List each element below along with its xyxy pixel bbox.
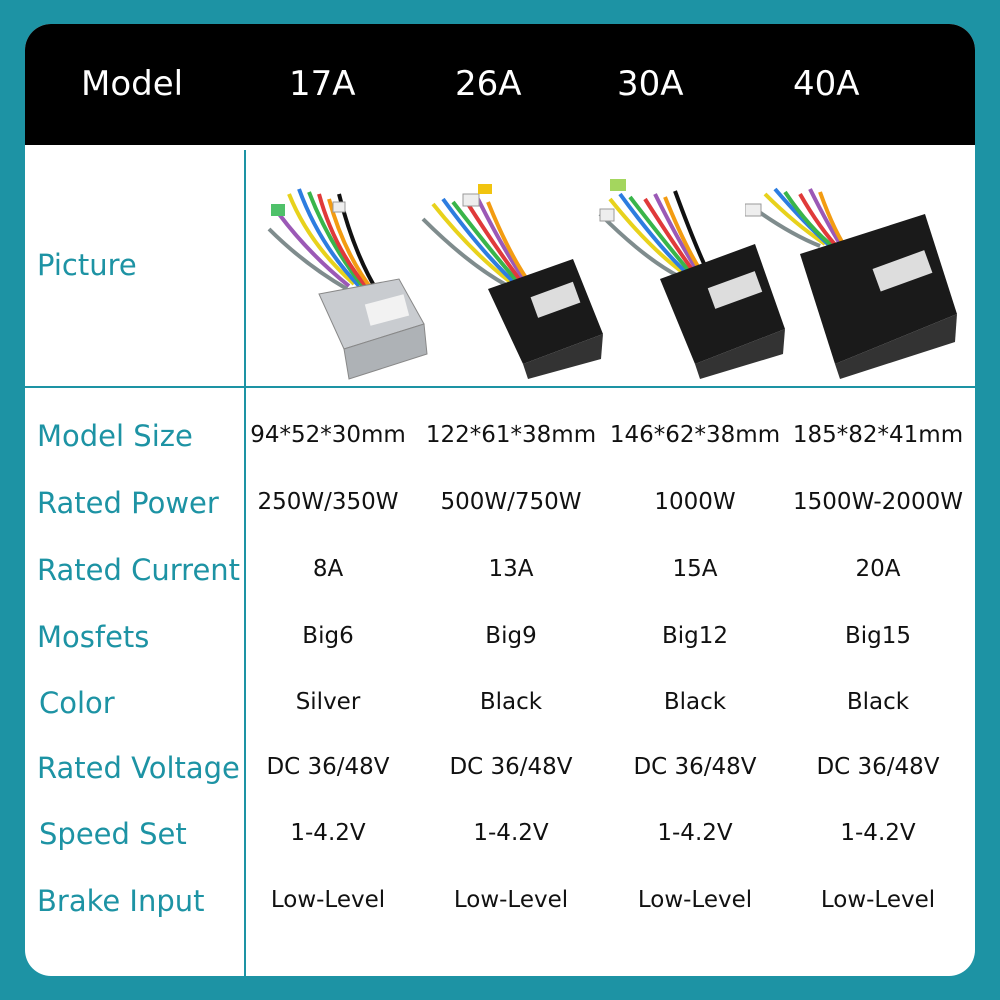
cell-model-size-40a: 185*82*41mm [792, 422, 964, 448]
cell-color-17a: Silver [295, 689, 361, 715]
cell-mosfets-26a: Big9 [485, 623, 537, 649]
cell-rated-current-26a: 13A [488, 556, 534, 582]
cell-rated-voltage-30a: DC 36/48V [633, 754, 757, 780]
row-label-speed-set: Speed Set [39, 817, 187, 851]
header-model-17a: 17A [289, 64, 356, 104]
cell-speed-set-30a: 1-4.2V [657, 820, 733, 846]
cell-mosfets-17a: Big6 [302, 623, 354, 649]
cell-model-size-26a: 122*61*38mm [425, 422, 597, 448]
cell-color-26a: Black [479, 689, 543, 715]
row-label-rated-power: Rated Power [37, 486, 219, 520]
row-label-model-size: Model Size [37, 419, 193, 453]
cell-model-size-30a: 146*62*38mm [609, 422, 781, 448]
cell-brake-input-26a: Low-Level [453, 887, 569, 913]
row-label-color: Color [39, 686, 115, 720]
row-label-rated-voltage: Rated Voltage [37, 751, 240, 785]
cell-brake-input-30a: Low-Level [637, 887, 753, 913]
cell-rated-voltage-17a: DC 36/48V [266, 754, 390, 780]
cell-rated-power-26a: 500W/750W [440, 489, 582, 515]
black-controller-image [598, 179, 785, 379]
black-controller-image [421, 184, 603, 379]
cell-brake-input-17a: Low-Level [270, 887, 386, 913]
cell-model-size-17a: 94*52*30mm [250, 422, 406, 448]
table-header: Model 17A 26A 30A 40A [25, 24, 975, 145]
row-label-rated-current: Rated Current [37, 553, 241, 587]
row-divider [25, 386, 975, 388]
cell-rated-power-30a: 1000W [654, 489, 736, 515]
cell-rated-power-40a: 1500W-2000W [793, 489, 963, 515]
cell-rated-current-40a: 20A [855, 556, 901, 582]
cell-color-30a: Black [663, 689, 727, 715]
cell-rated-current-17a: 8A [312, 556, 344, 582]
cell-speed-set-40a: 1-4.2V [840, 820, 916, 846]
cell-color-40a: Black [846, 689, 910, 715]
header-model-40a: 40A [793, 64, 860, 104]
cell-mosfets-30a: Big12 [661, 623, 729, 649]
header-model-30a: 30A [617, 64, 684, 104]
silver-controller-image [267, 188, 428, 380]
cell-rated-voltage-40a: DC 36/48V [816, 754, 940, 780]
cell-speed-set-17a: 1-4.2V [290, 820, 366, 846]
cell-brake-input-40a: Low-Level [820, 887, 936, 913]
cell-rated-voltage-26a: DC 36/48V [449, 754, 573, 780]
row-label-mosfets: Mosfets [37, 620, 150, 654]
header-model-26a: 26A [455, 64, 522, 104]
cell-rated-power-17a: 250W/350W [257, 489, 399, 515]
cell-mosfets-40a: Big15 [844, 623, 912, 649]
column-divider [244, 150, 246, 976]
black-controller-image [745, 187, 957, 379]
picture-row-label: Picture [37, 248, 137, 282]
cell-rated-current-30a: 15A [672, 556, 718, 582]
cell-speed-set-26a: 1-4.2V [473, 820, 549, 846]
spec-table-card: Model 17A 26A 30A 40A Picture [25, 24, 975, 976]
row-label-brake-input: Brake Input [37, 884, 205, 918]
header-model-label: Model [81, 64, 184, 104]
